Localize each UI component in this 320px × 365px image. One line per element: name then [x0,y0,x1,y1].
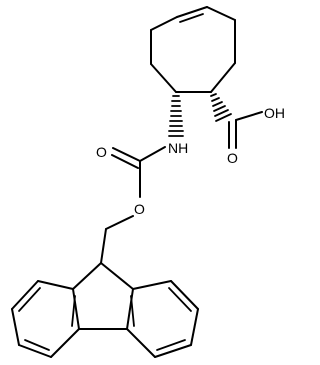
ring-bond-8 [150,63,177,93]
left-ring-inner-double-2 [24,339,50,351]
right-ring-inner-double-3 [130,295,135,327]
five-ring-bond-1 [72,262,102,290]
carbamate-carbonyl-oxygen-label: O [96,144,107,160]
five-ring-bond-2 [100,262,134,290]
o-ch2-bond [105,215,134,230]
acid-carbonyl-oxygen-label: O [227,150,238,166]
ring-double-bond [176,6,208,18]
left-ring-inner-double-1 [18,287,41,312]
structure-canvas: OH O NH O O [11,6,285,358]
ring-bond-6 [150,16,178,31]
ring-bond-2 [210,62,236,93]
carbamate-group: NH O O [96,140,188,264]
ch2-c9-bond [100,228,107,264]
five-ring-bond-4 [126,288,134,330]
ring-bond-4 [206,6,236,21]
cyclooctene-ring [150,6,236,93]
ring-double-bond-inner [179,13,204,23]
c-o-double-bond-b [111,154,139,169]
five-ring-bond-3 [72,288,80,330]
n-c-bond [139,146,166,162]
c-oh-bond [235,111,263,121]
carbamate-ester-oxygen-label: O [134,201,145,217]
chemical-structure-diagram: OH O NH O O [11,6,285,358]
right-ring-inner-double-2 [156,339,186,351]
fluorenyl-group [11,262,199,358]
carboxylic-acid-group: OH O [227,105,285,166]
hydroxyl-label: OH [264,105,285,121]
stereo-hash-bond-nh [168,95,184,137]
right-ring-inner-double-1 [168,287,192,312]
stereo-hash-bond-cooh [210,93,232,122]
left-ring-inner-double-3 [71,295,76,327]
c-o-double-bond-a [112,147,141,162]
amide-nh-label: NH [168,140,188,156]
